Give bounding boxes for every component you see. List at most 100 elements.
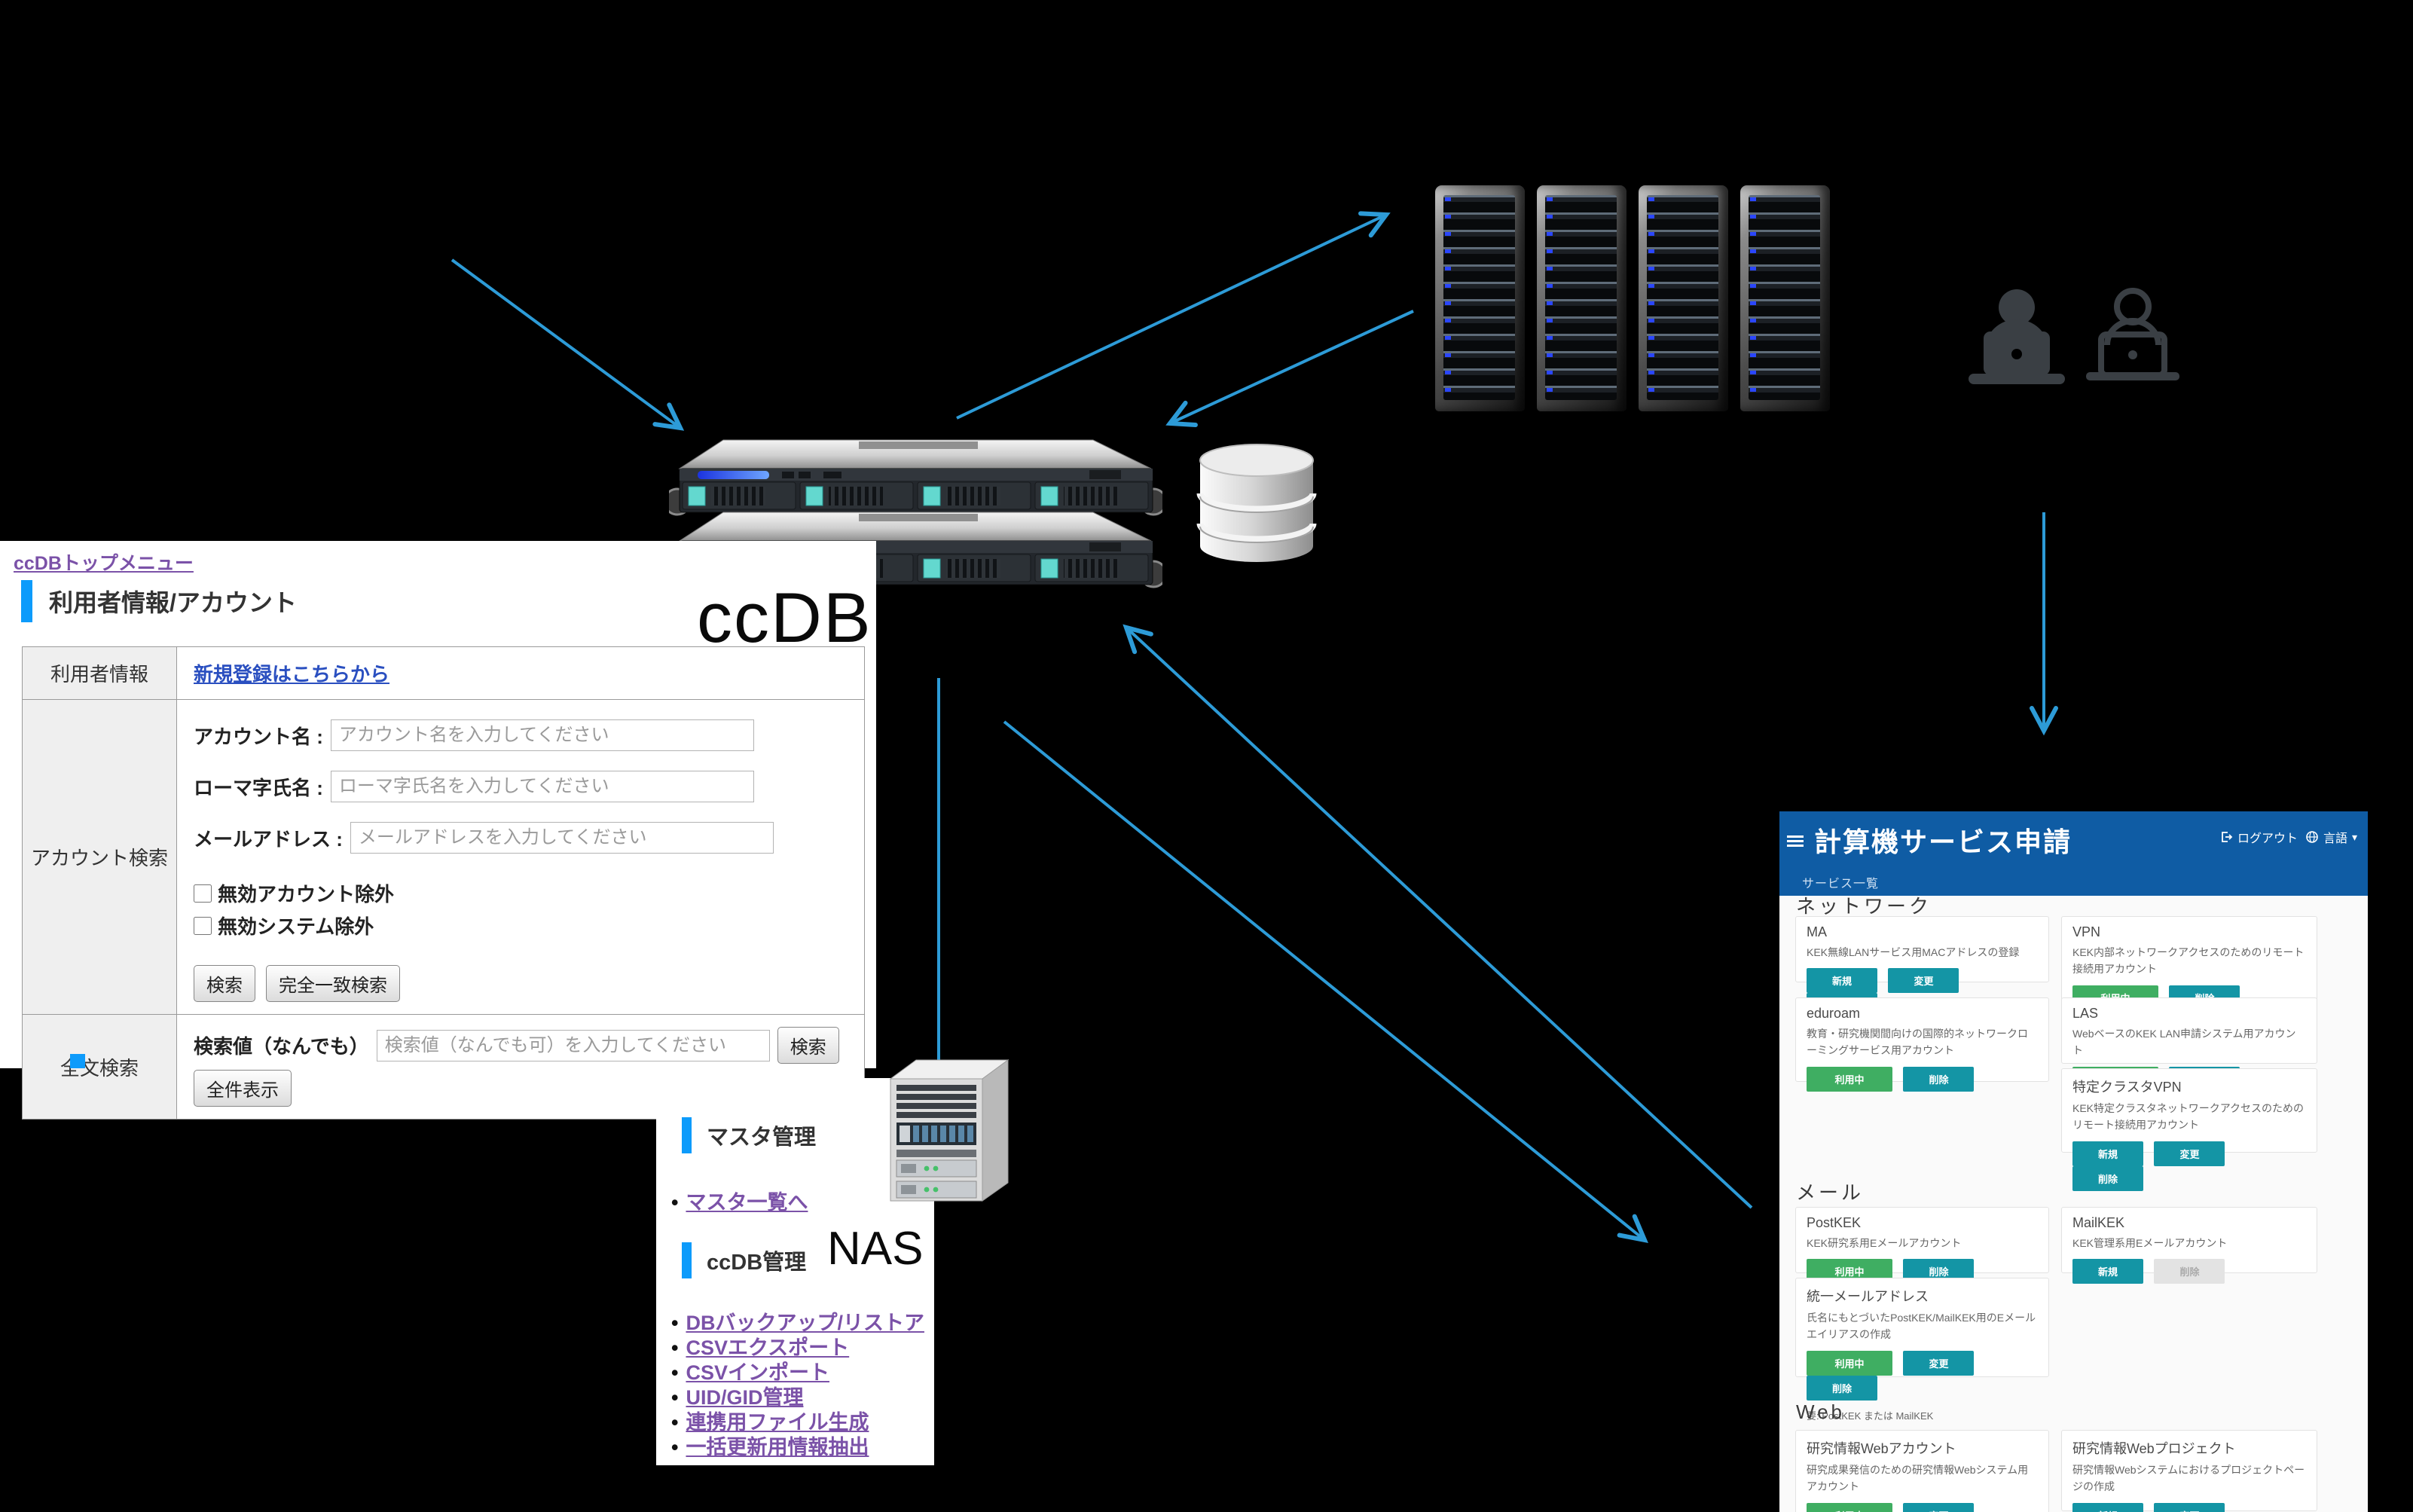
- romaji-name-input[interactable]: [330, 771, 754, 802]
- page-title: 利用者情報/アカウント: [21, 580, 297, 622]
- section-mail: メール: [1796, 1181, 1865, 1204]
- accent-bar: [682, 1242, 692, 1278]
- hamburger-menu-icon[interactable]: [1787, 835, 1804, 848]
- linkage-file-link[interactable]: 連携用ファイル生成: [686, 1411, 869, 1434]
- arrow-racks-to-db: [1165, 310, 1414, 427]
- ccdb-account-page: ccDBトップメニュー 利用者情報/アカウント ccDB 利用者情報 新規登録は…: [0, 541, 876, 1119]
- db-backup-restore-link[interactable]: DBバックアップ/リストア: [686, 1312, 924, 1334]
- delete-button[interactable]: 削除: [2072, 1165, 2143, 1191]
- account-name-input[interactable]: [330, 719, 754, 751]
- language-selector[interactable]: 言語 ▾: [2305, 828, 2357, 846]
- database-icon: [1196, 444, 1317, 562]
- user-at-laptop-outline-icon: [2086, 288, 2180, 380]
- portal-header: 計算機サービス申請 ログアウト 言語: [1779, 811, 2368, 896]
- exact-match-search-button[interactable]: 完全一致検索: [266, 965, 400, 1002]
- master-list-link[interactable]: マスタ一覧へ: [686, 1191, 808, 1214]
- service-card-mailkek: MailKEK KEK管理系用Eメールアカウント 新規 削除: [2061, 1207, 2317, 1284]
- list-item: • UID/GID管理: [671, 1386, 804, 1409]
- ccdb-rack-servers-icon: [669, 439, 1162, 588]
- romaji-name-label: ローマ字氏名 :: [194, 776, 323, 799]
- section-web: Web: [1796, 1401, 1845, 1423]
- change-button[interactable]: 変更: [1903, 1350, 1975, 1376]
- globe-icon: [2306, 831, 2318, 843]
- master-section-header: マスタ管理: [682, 1117, 816, 1153]
- bulk-update-extract-link[interactable]: 一括更新用情報抽出: [686, 1436, 869, 1459]
- arrow-portal-to-ccdb: [1123, 624, 1753, 1209]
- delete-button-disabled: 削除: [2154, 1259, 2225, 1284]
- email-input[interactable]: [350, 822, 774, 854]
- new-button[interactable]: 新規: [2072, 1502, 2143, 1512]
- service-card-postkek: PostKEK KEK研究系用Eメールアカウント 利用中 削除: [1795, 1207, 2049, 1284]
- list-item: • マスタ一覧へ: [671, 1191, 808, 1214]
- fulltext-search-button[interactable]: 検索: [777, 1027, 839, 1064]
- change-button[interactable]: 変更: [2154, 1141, 2225, 1166]
- arrow-ccdb-to-racks: [956, 211, 1391, 420]
- portal-title: 計算機サービス申請: [1814, 826, 2072, 857]
- change-button[interactable]: 変更: [1888, 968, 1959, 994]
- account-name-label: アカウント名 :: [194, 725, 323, 748]
- list-item: • DBバックアップ/リストア: [671, 1312, 924, 1334]
- fulltext-label: 検索値（なんでも）: [194, 1035, 369, 1058]
- accent-bar: [682, 1117, 692, 1153]
- delete-button[interactable]: 削除: [1903, 1066, 1975, 1092]
- compute-server-racks: [1435, 185, 1830, 411]
- arrow-to-ccdb: [451, 258, 685, 431]
- ccdb-top-menu-link[interactable]: ccDBトップメニュー: [14, 553, 194, 574]
- new-button[interactable]: 新規: [2072, 1259, 2143, 1284]
- user-at-laptop-icon: [1969, 289, 2065, 384]
- service-card-vpn: VPN KEK内部ネットワークアクセスのためのリモート接続用アカウント 利用中 …: [2061, 916, 2317, 1010]
- delete-button[interactable]: 削除: [1807, 1375, 1877, 1401]
- search-button[interactable]: 検索: [194, 965, 255, 1002]
- fulltext-input[interactable]: [376, 1029, 770, 1061]
- service-card-ma: MA KEK無線LANサービス用MACアドレスの登録 新規 変更 削除: [1795, 916, 2049, 1019]
- server-rack-icon: [1435, 185, 1525, 411]
- service-card-unified-mail: 統一メールアドレス 氏名にもとづいたPostKEK/MailKEK用のEメールエ…: [1795, 1278, 2049, 1422]
- chevron-down-icon: ▾: [2351, 830, 2357, 843]
- in-use-badge-button[interactable]: 利用中: [1807, 1502, 1892, 1512]
- new-registration-link[interactable]: 新規登録はこちらから: [194, 663, 390, 686]
- new-button[interactable]: 新規: [2072, 1141, 2143, 1166]
- server-rack-icon: [1740, 185, 1830, 411]
- accent-bar: [21, 580, 32, 622]
- exclude-disabled-system-checkbox[interactable]: [194, 916, 212, 935]
- email-label: メールアドレス :: [194, 827, 343, 851]
- change-button[interactable]: 変更: [2154, 1502, 2225, 1512]
- service-card-cluster-vpn: 特定クラスタVPN KEK特定クラスタネットワークアクセスのためのリモート接続用…: [2061, 1068, 2317, 1191]
- list-item: • 連携用ファイル生成: [671, 1411, 869, 1434]
- requirement-note: 要: PostKEK または MailKEK: [1807, 1410, 1934, 1422]
- uid-gid-link[interactable]: UID/GID管理: [686, 1386, 804, 1409]
- in-use-badge-button[interactable]: 利用中: [1807, 1350, 1892, 1376]
- row-header-fulltext: 全文検索: [22, 1014, 177, 1119]
- list-item: • 一括更新用情報抽出: [671, 1436, 869, 1459]
- server-rack-icon: [1537, 185, 1626, 411]
- ccdb-admin-menu-page: マスタ管理 • マスタ一覧へ ccDB管理 • DBバックアップ/リストア • …: [656, 1078, 934, 1465]
- service-card-web-project: 研究情報Webプロジェクト 研究情報Webシステムにおけるプロジェクトページの作…: [2061, 1430, 2317, 1512]
- list-item: • CSVエクスポート: [671, 1336, 850, 1359]
- csv-export-link[interactable]: CSVエクスポート: [686, 1336, 850, 1359]
- new-button[interactable]: 新規: [1807, 968, 1877, 994]
- admin-section-header: ccDB管理: [682, 1242, 806, 1278]
- service-card-eduroam: eduroam 教育・研究機関間向けの国際的ネットワークローミングサービス用アカ…: [1795, 997, 2049, 1092]
- logout-icon: [2222, 832, 2233, 842]
- arrow-ccdb-to-portal: [1003, 720, 1648, 1244]
- list-item: • CSVインポート: [671, 1361, 829, 1384]
- next-section-bar-sliver: [70, 1054, 85, 1068]
- logout-button[interactable]: ログアウト: [2219, 828, 2298, 846]
- row-header-user-info: 利用者情報: [22, 646, 177, 700]
- account-search-table: 利用者情報 新規登録はこちらから アカウント検索 アカウント名 : ローマ字氏名…: [22, 646, 865, 1119]
- show-all-button[interactable]: 全件表示: [194, 1070, 292, 1107]
- nas-server-icon: [889, 1059, 1009, 1202]
- server-rack-icon: [1639, 185, 1728, 411]
- ccdb-caption: ccDB: [697, 578, 872, 657]
- exclude-disabled-account-checkbox[interactable]: [194, 884, 212, 903]
- csv-import-link[interactable]: CSVインポート: [686, 1361, 829, 1384]
- computing-service-portal: 計算機サービス申請 ログアウト 言語: [1779, 811, 2368, 1512]
- service-card-las: LAS WebベースのKEK LAN申請システム用アカウント 利用中 削除: [2061, 997, 2317, 1092]
- nas-caption: NAS: [827, 1223, 924, 1275]
- row-header-account-search: アカウント検索: [22, 699, 177, 1015]
- change-button[interactable]: 変更: [1903, 1502, 1975, 1512]
- section-network: ネットワーク: [1796, 895, 1932, 918]
- in-use-badge-button[interactable]: 利用中: [1807, 1066, 1892, 1092]
- service-card-web-account: 研究情報Webアカウント 研究成果発信のための研究情報Webシステム用アカウント…: [1795, 1430, 2049, 1512]
